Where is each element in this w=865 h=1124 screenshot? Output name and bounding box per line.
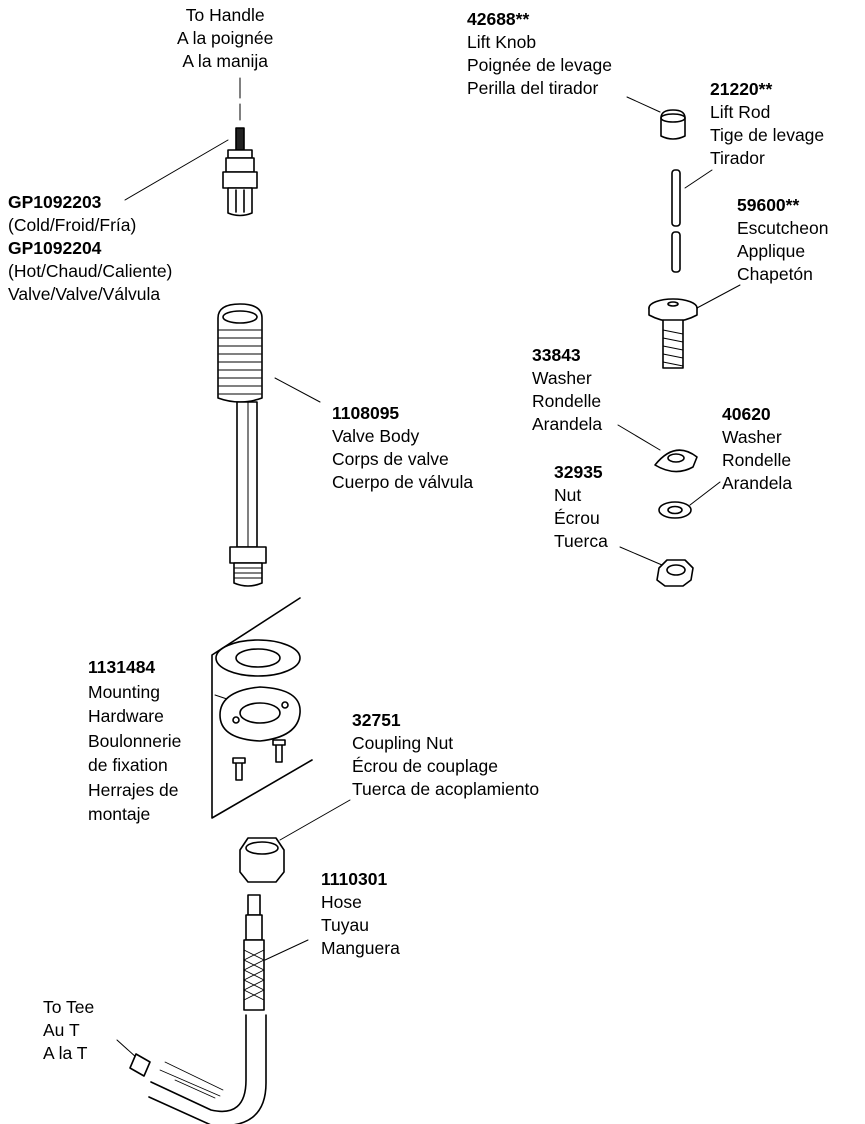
- valve-body-es: Cuerpo de válvula: [332, 472, 474, 492]
- to-tee-es: A la T: [43, 1043, 88, 1063]
- valve-part-number-hot: GP1092204: [8, 238, 102, 258]
- label-washer-33843: 33843 Washer Rondelle Arandela: [532, 344, 602, 436]
- escutcheon-part-number: 59600**: [737, 195, 800, 215]
- to-handle-fr: A la poignée: [177, 28, 274, 48]
- nut-part-number: 32935: [554, 462, 603, 482]
- lift-rod-en: Lift Rod: [710, 102, 771, 122]
- label-to-tee: To Tee Au T A la T: [43, 996, 94, 1065]
- coupling-nut-en: Coupling Nut: [352, 733, 454, 753]
- mounting-hardware-es-1: Herrajes de: [88, 779, 179, 800]
- washer-33843-drawing: [654, 449, 698, 473]
- label-nut: 32935 Nut Écrou Tuerca: [554, 461, 608, 553]
- lift-knob-part-number: 42688**: [467, 9, 530, 29]
- valve-body-drawing: [217, 303, 267, 587]
- lift-rod-drawing: [671, 169, 681, 273]
- hose-drawing: [129, 894, 267, 1124]
- to-tee-fr: Au T: [43, 1020, 80, 1040]
- coupling-nut-drawing: [239, 837, 285, 883]
- lift-rod-fr: Tige de levage: [710, 125, 825, 145]
- leader-lines: [116, 77, 741, 1059]
- label-mounting-hardware: 1131484 Mounting Hardware Boulonnerie de…: [88, 655, 181, 827]
- mounting-hardware-drawing: [215, 639, 301, 781]
- lift-knob-en: Lift Knob: [467, 32, 537, 52]
- washer-40620-es: Arandela: [722, 473, 793, 493]
- nut-fr: Écrou: [554, 508, 600, 528]
- lift-knob-fr: Poignée de levage: [467, 55, 612, 75]
- label-escutcheon: 59600** Escutcheon Applique Chapetón: [737, 194, 828, 286]
- escutcheon-en: Escutcheon: [737, 218, 829, 238]
- mounting-hardware-en-1: Mounting: [88, 681, 160, 702]
- washer-40620-fr: Rondelle: [722, 450, 792, 470]
- escutcheon-es: Chapetón: [737, 264, 813, 284]
- washer-33843-en: Washer: [532, 368, 592, 388]
- valve-part-number-cold: GP1092203: [8, 192, 102, 212]
- coupling-nut-part-number: 32751: [352, 710, 401, 730]
- label-coupling-nut: 32751 Coupling Nut Écrou de couplage Tue…: [352, 709, 539, 801]
- lift-rod-part-number: 21220**: [710, 79, 773, 99]
- washer-40620-part-number: 40620: [722, 404, 771, 424]
- washer-33843-part-number: 33843: [532, 345, 581, 365]
- valve-body-fr: Corps de valve: [332, 449, 449, 469]
- lift-rod-es: Tirador: [710, 148, 765, 168]
- coupling-nut-fr: Écrou de couplage: [352, 756, 498, 776]
- mounting-hardware-es-2: montaje: [88, 804, 151, 824]
- lift-knob-es: Perilla del tirador: [467, 78, 599, 98]
- lift-knob-drawing: [660, 109, 686, 140]
- hose-en: Hose: [321, 892, 362, 912]
- label-valve-body: 1108095 Valve Body Corps de valve Cuerpo…: [332, 402, 473, 494]
- to-tee-en: To Tee: [43, 997, 95, 1017]
- valve-hot-text: (Hot/Chaud/Caliente): [8, 261, 173, 281]
- valve-cartridge-drawing: [222, 127, 258, 217]
- washer-33843-fr: Rondelle: [532, 391, 602, 411]
- label-lift-rod: 21220** Lift Rod Tige de levage Tirador: [710, 78, 824, 170]
- mounting-hardware-fr-1: Boulonnerie: [88, 730, 182, 751]
- hose-fr: Tuyau: [321, 915, 369, 935]
- label-to-handle: To Handle A la poignée A la manija: [177, 4, 273, 73]
- hose-es: Manguera: [321, 938, 400, 958]
- valve-body-part-number: 1108095: [332, 403, 400, 423]
- valve-body-en: Valve Body: [332, 426, 420, 446]
- washer-40620-drawing: [658, 501, 692, 519]
- washer-40620-en: Washer: [722, 427, 782, 447]
- label-lift-knob: 42688** Lift Knob Poignée de levage Peri…: [467, 8, 612, 100]
- mounting-hardware-fr-2: de fixation: [88, 755, 168, 775]
- nut-es: Tuerca: [554, 531, 608, 551]
- hose-part-number: 1110301: [321, 869, 388, 889]
- mounting-hardware-part-number: 1131484: [88, 657, 156, 677]
- hex-nut-32935-drawing: [656, 559, 694, 587]
- to-handle-es: A la manija: [182, 51, 268, 71]
- nut-en: Nut: [554, 485, 582, 505]
- coupling-nut-es: Tuerca de acoplamiento: [352, 779, 540, 799]
- label-washer-40620: 40620 Washer Rondelle Arandela: [722, 403, 792, 495]
- to-handle-en: To Handle: [185, 5, 265, 25]
- escutcheon-fr: Applique: [737, 241, 806, 261]
- valve-cold-text: (Cold/Froid/Fría): [8, 215, 137, 235]
- escutcheon-drawing: [648, 298, 698, 369]
- valve-name: Valve/Valve/Válvula: [8, 284, 161, 304]
- label-valve: GP1092203 (Cold/Froid/Fría) GP1092204 (H…: [8, 191, 172, 306]
- mounting-hardware-en-2: Hardware: [88, 706, 164, 726]
- washer-33843-es: Arandela: [532, 414, 603, 434]
- label-hose: 1110301 Hose Tuyau Manguera: [321, 868, 400, 960]
